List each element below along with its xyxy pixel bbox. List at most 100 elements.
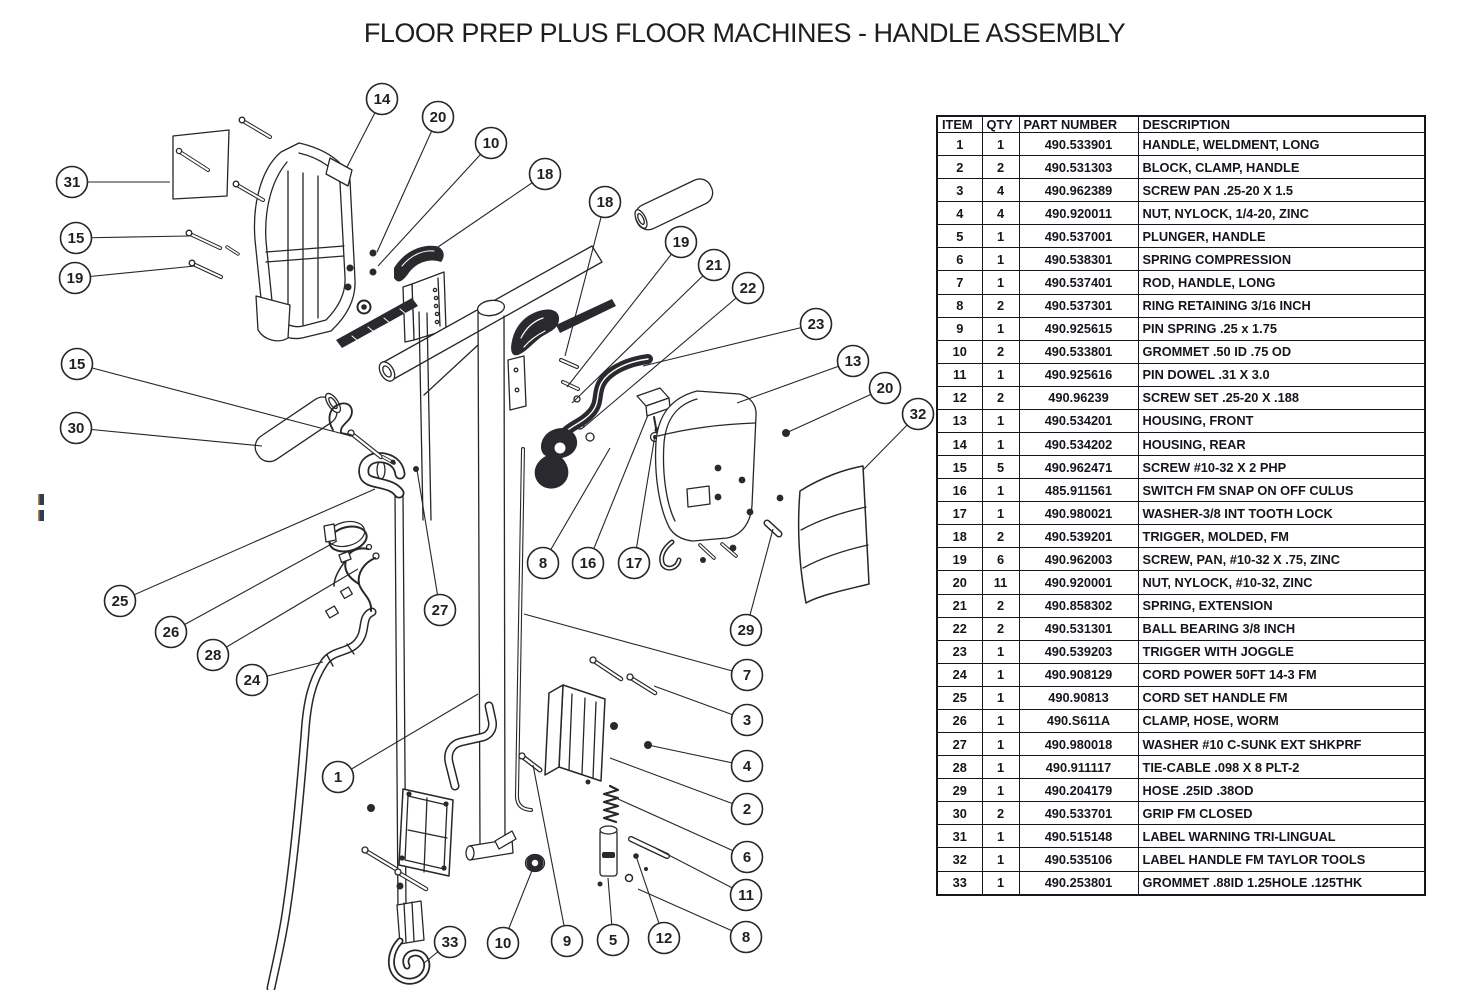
balloon-number: 18 — [597, 194, 614, 211]
table-cell: 490.980021 — [1018, 501, 1139, 526]
table-cell: 24 — [936, 662, 983, 687]
leader-line — [437, 173, 546, 248]
table-cell: 1 — [981, 685, 1020, 710]
leader-line — [74, 265, 196, 279]
table-cell: LABEL WARNING TRI-LINGUAL — [1137, 824, 1426, 849]
column-header-part-number: PART NUMBER — [1018, 115, 1139, 133]
balloon-circle — [729, 878, 763, 912]
balloon-circle — [731, 271, 765, 305]
table-cell: 490.980018 — [1018, 732, 1139, 757]
table-cell: 1 — [981, 755, 1020, 780]
dowel-pin — [628, 836, 670, 859]
leader-line — [566, 241, 682, 388]
table-cell: 1 — [981, 432, 1020, 457]
table-cell: 30 — [936, 801, 983, 826]
table-cell: 490.920001 — [1018, 570, 1139, 595]
balloon-circle — [321, 760, 355, 794]
table-cell: 490.531301 — [1018, 616, 1139, 641]
power-cord — [266, 607, 377, 990]
table-cell: 490.925615 — [1018, 316, 1139, 341]
table-cell: 22 — [936, 616, 983, 641]
cord-set — [325, 543, 380, 619]
callout-balloon: 18 — [588, 185, 622, 219]
leader-line — [653, 685, 748, 721]
balloon-circle — [235, 663, 269, 697]
leader-line — [571, 264, 715, 404]
balloon-number: 24 — [244, 672, 261, 689]
callout-balloon: 5 — [596, 923, 630, 957]
table-cell: HOUSING, FRONT — [1137, 408, 1426, 434]
balloon-circle — [196, 638, 230, 672]
balloon-circle — [730, 840, 764, 874]
table-cell: 12 — [936, 385, 983, 410]
balloon-number: 27 — [432, 602, 449, 619]
table-cell: CORD POWER 50FT 14-3 FM — [1137, 662, 1426, 687]
callout-balloon: 18 — [528, 157, 562, 191]
callout-balloon: 6 — [730, 840, 764, 874]
callout-balloon: 7 — [730, 658, 764, 692]
callout-balloon: 9 — [550, 924, 584, 958]
leader-line — [642, 323, 817, 367]
table-cell: 25 — [936, 685, 983, 710]
table-cell: 16 — [936, 478, 983, 503]
balloon-number: 25 — [112, 593, 129, 610]
table-cell: HOSE .25ID .38OD — [1137, 778, 1426, 803]
callout-balloon: 33 — [433, 925, 467, 959]
elbow-tube — [465, 830, 517, 861]
table-cell: SCREW #10-32 X 2 PHP — [1137, 455, 1426, 480]
leader-line — [376, 116, 439, 253]
table-cell: HOUSING, REAR — [1137, 432, 1426, 457]
leader-line — [564, 201, 606, 357]
table-cell: 490.96239 — [1018, 385, 1139, 410]
table-cell: 490.962003 — [1018, 547, 1139, 572]
table-cell: 1 — [981, 639, 1020, 664]
table-cell: 23 — [936, 639, 983, 664]
table-cell: 1 — [981, 847, 1020, 872]
balloon-circle — [59, 411, 93, 445]
table-cell: 6 — [981, 547, 1020, 572]
table-cell: 2 — [981, 155, 1020, 180]
table-cell: 3 — [936, 178, 983, 203]
table-cell: 1 — [981, 662, 1020, 687]
leader-line — [76, 363, 352, 437]
table-cell: 490.858302 — [1018, 593, 1139, 618]
balloon-number: 18 — [537, 166, 554, 183]
table-cell: 11 — [936, 362, 983, 387]
balloon-circle — [365, 82, 399, 116]
leader-line — [587, 414, 649, 564]
table-cell: 4 — [936, 201, 983, 226]
table-cell: 490.534202 — [1018, 432, 1139, 457]
balloon-number: 12 — [656, 930, 673, 947]
callout-balloon: 14 — [365, 82, 399, 116]
table-cell: NUT, NYLOCK, 1/4-20, ZINC — [1137, 201, 1426, 226]
table-cell: 2 — [981, 616, 1020, 641]
table-cell: 7 — [936, 270, 983, 295]
balloon-number: 31 — [64, 174, 81, 191]
callout-balloon: 13 — [836, 344, 870, 378]
table-cell: SPRING, EXTENSION — [1137, 593, 1426, 618]
callout-balloon: 11 — [729, 878, 763, 912]
table-cell: SCREW SET .25-20 X .188 — [1137, 385, 1426, 410]
table-cell: 10 — [936, 339, 983, 364]
front-housing — [654, 390, 790, 571]
callout-balloon: 10 — [486, 926, 520, 960]
balloon-number: 4 — [743, 758, 752, 775]
table-cell: WASHER-3/8 INT TOOTH LOCK — [1137, 501, 1426, 526]
callout-balloon: 1 — [321, 760, 355, 794]
balloon-number: 13 — [845, 353, 862, 370]
table-cell: 490.534201 — [1018, 408, 1139, 434]
